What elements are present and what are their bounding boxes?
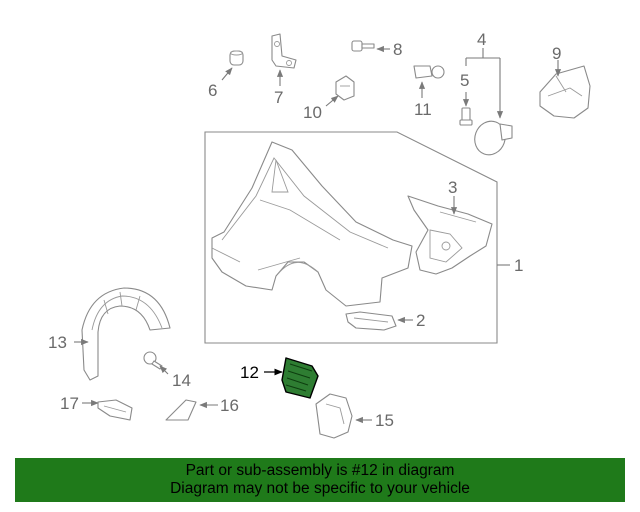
- side-bracket-part[interactable]: [97, 399, 133, 421]
- bolt-part[interactable]: [351, 40, 375, 52]
- callout-1: 1: [514, 256, 523, 275]
- callout-17: 17: [60, 394, 79, 413]
- callout-14: 14: [172, 371, 191, 390]
- callout-2: 2: [416, 311, 425, 330]
- screw-part[interactable]: [143, 351, 163, 370]
- protector-part[interactable]: [165, 399, 197, 421]
- quarter-panel-frame: [204, 131, 498, 344]
- callout-12: 12: [240, 363, 259, 382]
- callout-13: 13: [48, 333, 67, 352]
- grommet-part[interactable]: [229, 50, 244, 66]
- quarter-panel-part[interactable]: [211, 141, 413, 307]
- callout-11: 11: [414, 100, 432, 119]
- small-bracket-part[interactable]: [271, 33, 297, 69]
- wheelhouse-liner-part[interactable]: [81, 287, 171, 381]
- fuel-housing-part[interactable]: [539, 65, 591, 119]
- callout-7: 7: [274, 88, 283, 107]
- fuel-door-part[interactable]: [470, 117, 513, 159]
- highlighted-part-12[interactable]: [281, 357, 319, 399]
- callout-10: 10: [303, 103, 322, 122]
- banner-line-1: Part or sub-assembly is #12 in diagram: [185, 462, 455, 479]
- fuel-door-screw-part[interactable]: [459, 107, 473, 126]
- callout-6: 6: [208, 81, 217, 100]
- callout-9: 9: [552, 44, 561, 63]
- callout-8: 8: [393, 40, 402, 59]
- banner-line-2: Diagram may not be specific to your vehi…: [170, 480, 470, 497]
- lower-extension-part[interactable]: [315, 393, 353, 439]
- clip-part[interactable]: [335, 75, 355, 101]
- callout-3: 3: [448, 178, 457, 197]
- retainer-part[interactable]: [413, 65, 445, 79]
- callout-4: 4: [477, 30, 486, 49]
- callout-5: 5: [460, 71, 469, 90]
- rear-panel-bracket-part[interactable]: [407, 195, 493, 275]
- quarter-panel-group: [204, 131, 498, 344]
- callout-15: 15: [375, 411, 394, 430]
- parts-diagram: 1 3 2 6 7 8 10 11: [48, 30, 591, 439]
- callout-16: 16: [220, 396, 239, 415]
- lower-bracket-part[interactable]: [345, 311, 397, 331]
- info-banner: Part or sub-assembly is #12 in diagram D…: [15, 458, 625, 502]
